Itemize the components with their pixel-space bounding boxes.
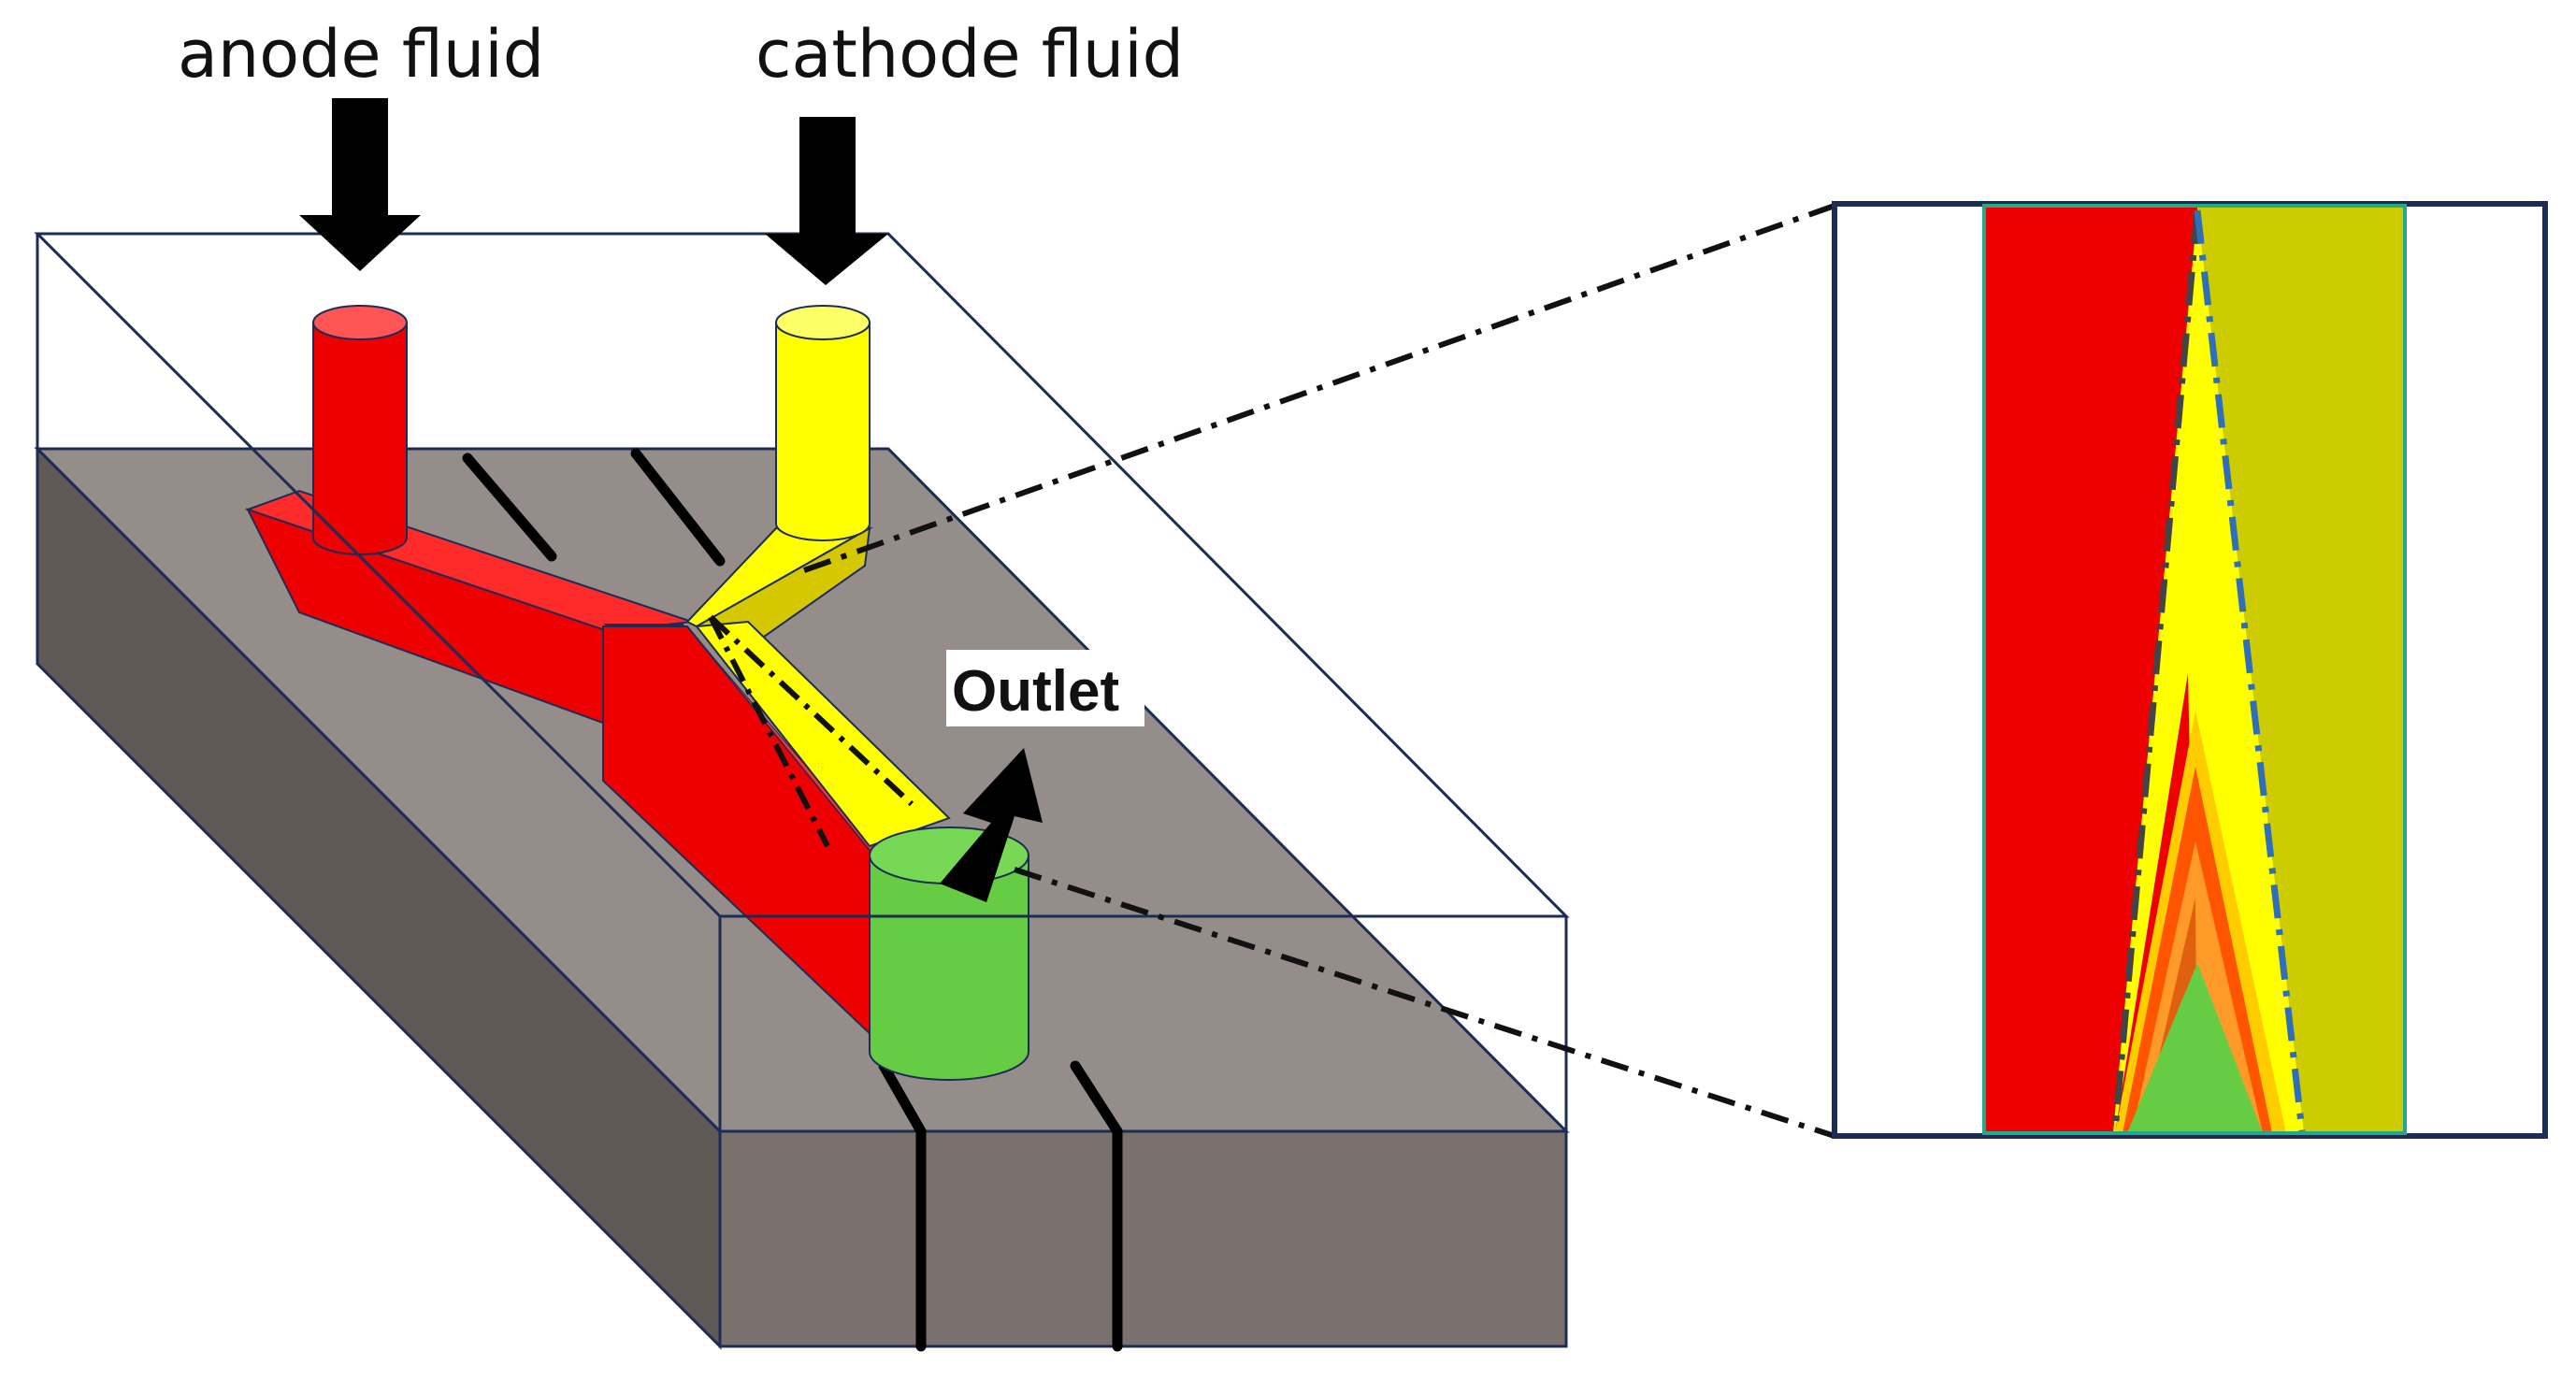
electrode-line-2 — [630, 448, 726, 567]
outlet-label-bg — [946, 650, 1144, 726]
outlet-label: Outlet — [952, 659, 1119, 724]
cathode-channel-lower — [695, 620, 951, 848]
anode-inlet-pillar — [312, 305, 408, 555]
electrode-line-1 — [462, 453, 557, 562]
electrode-line-5 — [1070, 1060, 1123, 1137]
outlet-arrow-icon — [940, 748, 1043, 902]
anode-down-arrow-icon — [299, 98, 421, 271]
electrode-lines — [462, 448, 1123, 1352]
zoom-channel-outline — [1982, 204, 2407, 1135]
substrate-front-face — [718, 1129, 1568, 1348]
zoom-boundary-cathode — [2194, 209, 2306, 1132]
zoom-mix-green — [2127, 963, 2263, 1133]
cathode-down-arrow-icon — [765, 117, 888, 285]
interface-dashdot — [708, 614, 914, 848]
transparent-cover — [34, 232, 1570, 1131]
zoom-boundary-anode — [2111, 209, 2201, 1132]
zoom-inset — [1832, 201, 2548, 1139]
zoom-connectors — [802, 203, 1836, 1139]
outlet-pillar — [869, 827, 1029, 1081]
cathode-inlet-pillar — [775, 305, 871, 541]
cathode-fluid-label: cathode fluid — [756, 16, 1184, 93]
anode-fluid-label: anode fluid — [178, 16, 544, 93]
electrode-line-3 — [878, 1060, 927, 1137]
